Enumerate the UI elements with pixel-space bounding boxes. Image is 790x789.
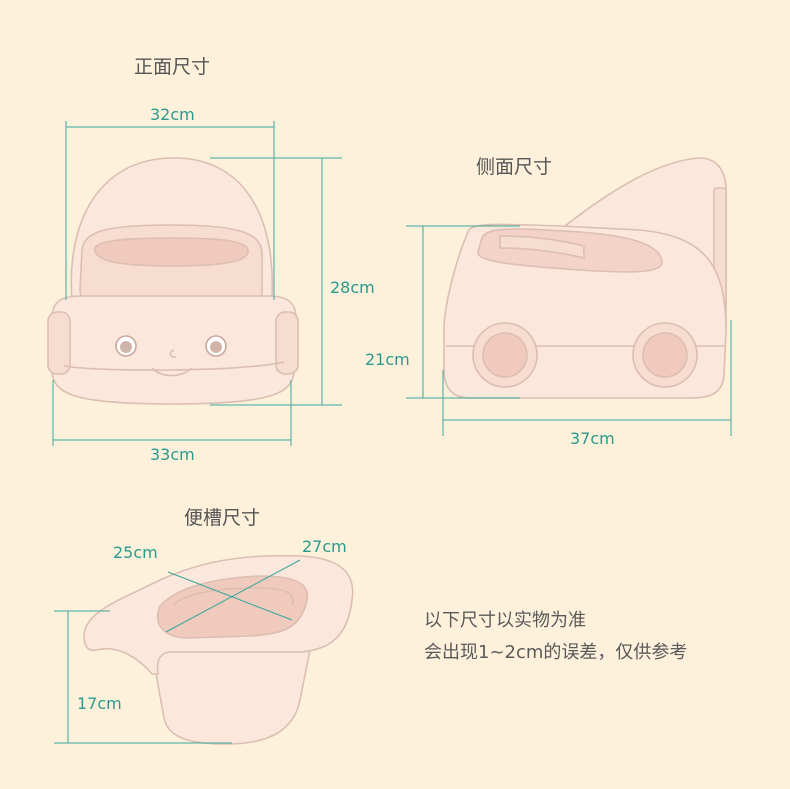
front-height-label: 28cm <box>330 278 375 297</box>
side-rear-wheel-hub <box>642 332 688 378</box>
bowl-inner-opening <box>157 575 309 639</box>
disclaimer-line-2: 会出现1~2cm的误差，仅供参考 <box>424 642 688 663</box>
side-front-wheel-hub <box>482 332 528 378</box>
bowl-inner-lip <box>173 587 294 607</box>
side-view-potty <box>443 157 727 399</box>
front-smile <box>151 367 193 377</box>
bowl-length-label: 27cm <box>302 537 347 556</box>
bowl-view <box>83 554 354 745</box>
side-dimension-lines <box>406 225 732 436</box>
side-seat-lip <box>499 235 585 260</box>
bowl-height-label: 17cm <box>77 694 122 713</box>
side-height-label: 21cm <box>365 350 410 369</box>
front-bottom-band <box>63 361 285 371</box>
side-view-heading: 侧面尺寸 <box>476 156 553 178</box>
disclaimer-line-1: 以下尺寸以实物为准 <box>424 610 586 631</box>
front-dimension-lines <box>52 121 342 446</box>
side-length-label: 37cm <box>570 429 615 448</box>
bowl-width-label: 25cm <box>113 543 158 562</box>
front-view-heading: 正面尺寸 <box>134 56 211 78</box>
front-right-pupil <box>210 341 222 353</box>
front-nose <box>169 349 177 358</box>
front-left-pupil <box>120 341 132 353</box>
front-left-panel <box>47 311 71 375</box>
front-view-potty <box>47 157 299 405</box>
bowl-view-heading: 便槽尺寸 <box>184 507 261 529</box>
bowl-dimension-lines <box>54 559 301 744</box>
front-seat-hole <box>94 237 249 267</box>
front-width-top-label: 32cm <box>150 105 195 124</box>
front-right-panel <box>275 311 299 375</box>
front-width-bottom-label: 33cm <box>150 445 195 464</box>
bowl-width-line <box>167 571 293 621</box>
bowl-length-line <box>165 559 301 633</box>
bowl-body <box>149 639 313 745</box>
